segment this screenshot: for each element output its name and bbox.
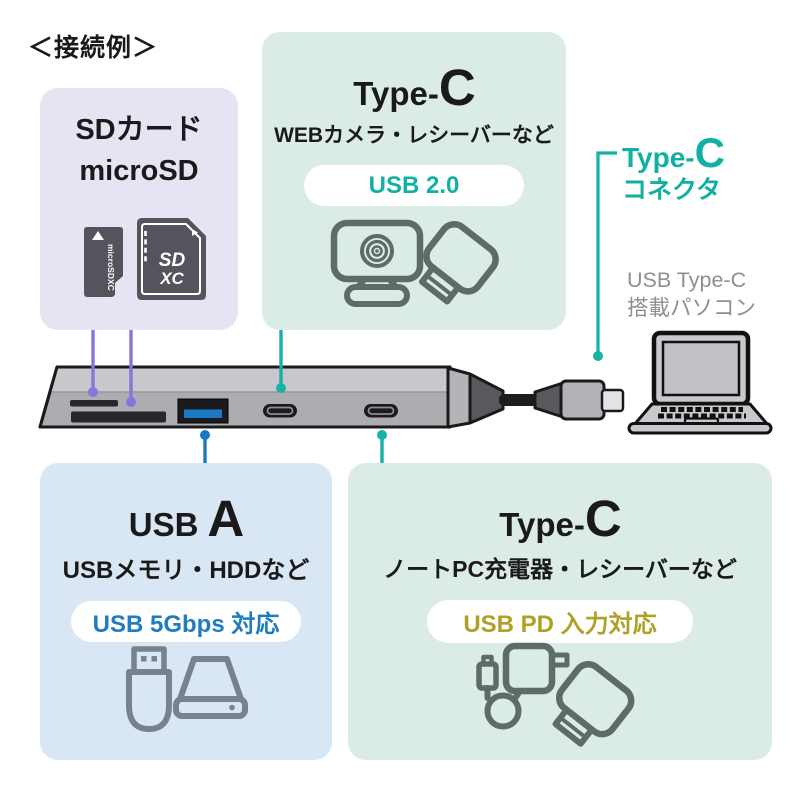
usb-typec-pc-label: USB Type-C 搭載パソコン: [627, 266, 756, 322]
usb-c-port-2: [364, 404, 398, 418]
sd-card-box: SDカード microSD: [40, 88, 238, 330]
typec-webcam-box: Type- C WEBカメラ・レシーバーなど USB 2.0: [262, 32, 566, 330]
typec-connector-label-big: C: [694, 129, 725, 176]
usb-typec-pc-label-line1: USB Type-C: [627, 268, 747, 292]
typec-connector-label: Type- C コネクタ: [622, 132, 725, 203]
callout-line-connector: [593, 151, 617, 361]
sd-card-box-line2: microSD: [79, 155, 199, 187]
typec-pd-box: Type- C ノートPC充電器・レシーバーなど USB PD 入力対応: [348, 463, 772, 760]
usb-c-port-1: [263, 404, 297, 418]
callout-line-usbc-top: [276, 330, 286, 393]
typec-pd-heading-big: C: [584, 490, 622, 547]
typec-webcam-heading-big: C: [438, 59, 476, 116]
usb-5gbps-badge: USB 5Gbps 対応: [71, 601, 301, 642]
usb20-badge: USB 2.0: [304, 165, 524, 206]
typec-webcam-heading-pre: Type-: [353, 75, 439, 112]
callout-line-microsd: [88, 330, 98, 397]
usb-pd-badge: USB PD 入力対応: [427, 600, 693, 643]
typec-pd-heading-pre: Type-: [499, 506, 585, 543]
sd-slot: [71, 411, 166, 423]
usb-a-heading-big: A: [207, 490, 244, 547]
sd-card-box-line1: SDカード: [75, 114, 203, 146]
callout-line-sd: [126, 330, 136, 407]
typec-webcam-heading: Type- C: [353, 58, 476, 117]
typec-webcam-subtitle: WEBカメラ・レシーバーなど: [274, 124, 554, 147]
callout-line-usbc-bottom: [377, 430, 387, 463]
usb-a-heading-pre: USB: [128, 506, 199, 543]
microsd-slot: [70, 400, 118, 407]
typec-pd-heading: Type- C: [499, 489, 622, 548]
laptop-icon: [627, 330, 773, 435]
page-title: ＜接続例＞: [28, 34, 159, 62]
typec-connector-label-pre: Type-: [622, 142, 695, 173]
usb-a-box: USB A USBメモリ・HDDなど USB 5Gbps 対応: [40, 463, 332, 760]
hub-cable: [499, 394, 539, 406]
usb-a-port: [177, 398, 229, 424]
typec-connector-label-line2: コネクタ: [622, 176, 722, 204]
usb-hub-illustration: [38, 365, 625, 429]
type-c-connector-icon: [533, 379, 625, 421]
usb-a-heading: USB A: [128, 489, 245, 548]
usb-a-subtitle: USBメモリ・HDDなど: [62, 557, 310, 584]
callout-line-usba: [200, 430, 210, 463]
sd-card-box-heading: SDカード microSD: [75, 110, 202, 192]
typec-pd-subtitle: ノートPC充電器・レシーバーなど: [383, 556, 737, 582]
usb-typec-pc-label-line2: 搭載パソコン: [627, 296, 757, 320]
